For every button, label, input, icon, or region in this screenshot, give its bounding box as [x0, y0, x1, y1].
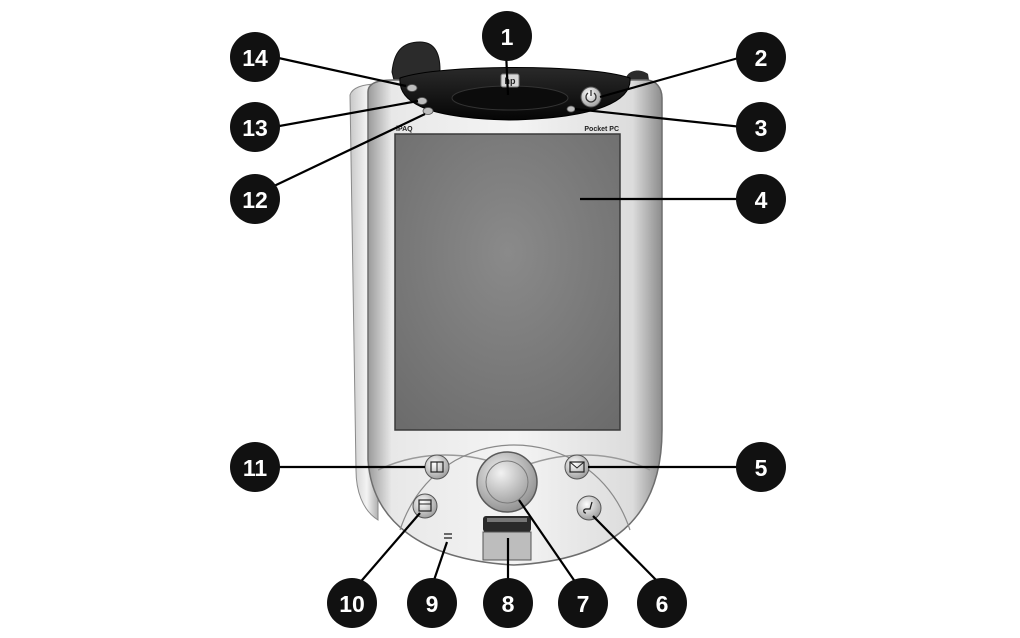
svg-text:8: 8 — [502, 591, 515, 617]
led-13 — [416, 97, 428, 105]
svg-text:7: 7 — [577, 591, 590, 617]
led-3 — [566, 105, 576, 113]
callout-12: 12 — [230, 174, 280, 224]
callout-3: 3 — [736, 102, 786, 152]
callout-7: 7 — [558, 578, 608, 628]
media-button[interactable] — [576, 495, 602, 521]
note-icon — [583, 501, 593, 514]
hp-logo — [500, 73, 520, 88]
svg-text:10: 10 — [339, 591, 365, 617]
callout-5: 5 — [736, 442, 786, 492]
callout-1: 1 — [482, 11, 532, 61]
screen[interactable] — [394, 133, 621, 431]
callout-11: 11 — [230, 442, 280, 492]
led-12 — [422, 107, 434, 115]
svg-text:12: 12 — [242, 187, 268, 213]
callouts: 1 2 3 4 5 6 7 8 9 10 11 12 13 14 — [230, 11, 786, 628]
calendar-icon — [418, 499, 432, 512]
stylus-icon — [391, 41, 441, 81]
inbox-button[interactable] — [564, 454, 590, 480]
power-icon — [585, 90, 597, 103]
svg-text:2: 2 — [755, 45, 768, 71]
led-14 — [406, 84, 418, 92]
svg-text:4: 4 — [755, 187, 768, 213]
svg-text:14: 14 — [242, 45, 268, 71]
svg-text:5: 5 — [755, 455, 768, 481]
calendar-button[interactable] — [412, 493, 438, 519]
callout-10: 10 — [327, 578, 377, 628]
callout-6: 6 — [637, 578, 687, 628]
svg-text:3: 3 — [755, 115, 768, 141]
callout-4: 4 — [736, 174, 786, 224]
hp-logo-text: hp — [505, 76, 516, 86]
svg-text:6: 6 — [656, 591, 669, 617]
device-body: hp iPAQ Pocket PC — [349, 41, 663, 566]
callout-14: 14 — [230, 32, 280, 82]
svg-text:9: 9 — [426, 591, 439, 617]
svg-text:11: 11 — [243, 455, 268, 481]
svg-text:13: 13 — [242, 115, 268, 141]
callout-13: 13 — [230, 102, 280, 152]
callout-8: 8 — [483, 578, 533, 628]
leader-lines — [273, 51, 743, 587]
speaker — [451, 85, 569, 111]
callout-9: 9 — [407, 578, 457, 628]
envelope-icon — [569, 461, 585, 473]
callout-2: 2 — [736, 32, 786, 82]
brand-ipaq: iPAQ — [396, 126, 413, 133]
svg-text:1: 1 — [501, 24, 514, 50]
brand-pocket-pc: Pocket PC — [584, 126, 619, 133]
